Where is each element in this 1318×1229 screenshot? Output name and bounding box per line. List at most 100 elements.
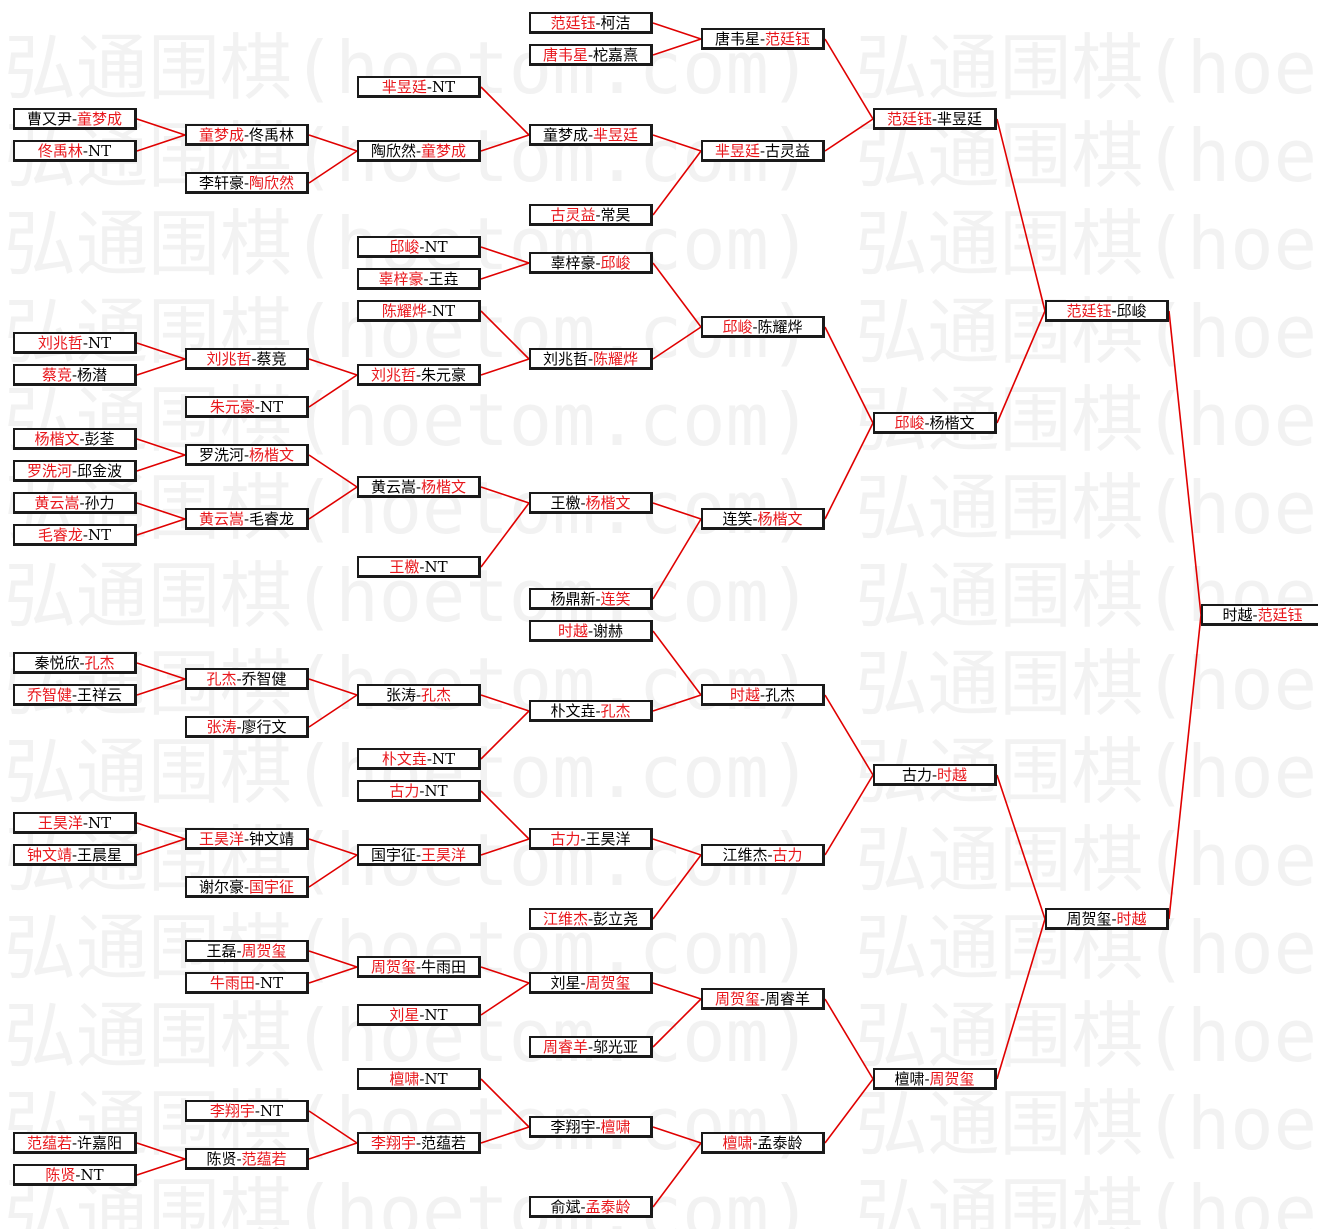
match-box: 邱峻-陈耀烨 [701, 316, 825, 338]
winner-name: 芈昱廷 [593, 126, 639, 144]
bracket-connector [652, 1126, 702, 1144]
match-box: 王磊-周贺玺 [185, 940, 309, 962]
bracket-connector [308, 950, 358, 968]
bracket-connector [480, 134, 530, 152]
winner-name: 童梦成 [421, 142, 467, 160]
winner-name: 古力 [550, 830, 581, 848]
match-box: 周贺玺-牛雨田 [357, 956, 481, 978]
winner-name: 邱峻 [600, 254, 631, 272]
name-separator: - [931, 766, 938, 784]
name-separator: - [82, 814, 88, 832]
name-separator: - [752, 1134, 758, 1152]
match-box: 芈昱廷-NT [357, 76, 481, 98]
winner-name: 范廷钰 [1066, 302, 1112, 320]
bracket-connector [824, 774, 874, 856]
name-separator: - [254, 398, 260, 416]
winner-name: 范廷钰 [1257, 606, 1303, 624]
winner-name: 刘兆哲 [206, 350, 252, 368]
name-separator: - [254, 1102, 260, 1120]
bracket-connector [480, 358, 530, 376]
match-box: 江维杰-彭立尧 [529, 908, 653, 930]
match-box: 周睿羊-邬光亚 [529, 1036, 653, 1058]
winner-name: 陈耀烨 [381, 302, 427, 320]
player-name: 王垚 [428, 270, 459, 288]
name-separator: - [580, 494, 586, 512]
bracket-connector [824, 694, 874, 776]
winner-name: 时越 [557, 622, 588, 640]
bracket-connector [652, 134, 702, 152]
name-separator: - [587, 910, 594, 928]
bracket-connector [824, 998, 874, 1080]
match-box: 古灵益-常昊 [529, 204, 653, 226]
bracket-connector [652, 262, 702, 328]
bracket-connector [996, 118, 1046, 312]
name-separator: - [236, 670, 242, 688]
bracket-connector [480, 502, 530, 568]
match-box: 张涛-孔杰 [357, 684, 481, 706]
player-name: 李翔宇 [550, 1118, 596, 1136]
bracket-connector [480, 838, 530, 856]
winner-name: 范廷钰 [765, 30, 811, 48]
player-name: 蔡竞 [256, 350, 287, 368]
bracket-connector [652, 38, 702, 56]
match-box: 王昊洋-NT [13, 812, 137, 834]
winner-name: 时越 [1116, 910, 1147, 928]
bracket-connector [308, 678, 358, 696]
bracket-connector [480, 966, 530, 984]
match-box: 刘星-NT [357, 1004, 481, 1026]
player-name: 孔杰 [765, 686, 796, 704]
player-name: 张涛 [385, 686, 416, 704]
match-box: 毛睿龙-NT [13, 524, 137, 546]
player-name: 王祥云 [77, 686, 123, 704]
bracket-connector [480, 710, 530, 760]
winner-name: 范廷钰 [550, 14, 596, 32]
match-box: 童梦成-佟禹林 [185, 124, 309, 146]
winner-name: 范蕴若 [241, 1150, 287, 1168]
match-box: 俞斌-孟泰龄 [529, 1196, 653, 1218]
name-separator: - [415, 846, 422, 864]
winner-name: 檀啸 [389, 1070, 420, 1088]
match-box: 李轩豪-陶欣然 [185, 172, 309, 194]
match-box: 范廷钰-邱峻 [1045, 300, 1169, 322]
player-name: 范蕴若 [421, 1134, 467, 1152]
match-box: 辜梓豪-王垚 [357, 268, 481, 290]
name-separator: - [759, 30, 766, 48]
winner-name: 朴文垚 [381, 750, 427, 768]
player-name: 廖行文 [241, 718, 287, 736]
bracket-connector [308, 454, 358, 488]
player-name: 刘兆哲 [542, 350, 588, 368]
name-separator: - [71, 366, 78, 384]
name-separator: - [71, 1134, 78, 1152]
bracket-connector [136, 662, 186, 680]
winner-name: 连笑 [600, 590, 631, 608]
name-separator: - [71, 462, 78, 480]
name-separator: - [415, 958, 422, 976]
name-separator: - [759, 990, 766, 1008]
match-box: 王檄-NT [357, 556, 481, 578]
winner-name: 孟泰龄 [585, 1198, 631, 1216]
match-box: 朴文垚-NT [357, 748, 481, 770]
player-name: 邬光亚 [593, 1038, 639, 1056]
winner-name: 周贺玺 [241, 942, 287, 960]
name-separator: - [82, 334, 88, 352]
match-box: 檀啸-NT [357, 1068, 481, 1090]
match-box: 古力-时越 [873, 764, 997, 786]
bracket-connector [652, 22, 702, 40]
player-name: 彭荃 [84, 430, 115, 448]
name-separator: - [82, 142, 88, 160]
bracket-connector [480, 86, 530, 136]
match-box: 刘兆哲-陈耀烨 [529, 348, 653, 370]
winner-name: 佟禹林 [37, 142, 83, 160]
winner-name: 孔杰 [421, 686, 452, 704]
bracket-connector [824, 118, 874, 152]
player-name: 秦悦欣 [34, 654, 80, 672]
match-box: 邱峻-NT [357, 236, 481, 258]
name-separator: - [75, 1166, 81, 1184]
match-box: 佟禹林-NT [13, 140, 137, 162]
winner-name: 王昊洋 [421, 846, 467, 864]
match-box: 时越-范廷钰 [1201, 604, 1318, 626]
winner-name: 王昊洋 [198, 830, 244, 848]
bracket-connector [308, 134, 358, 152]
player-name: NT [431, 302, 456, 320]
